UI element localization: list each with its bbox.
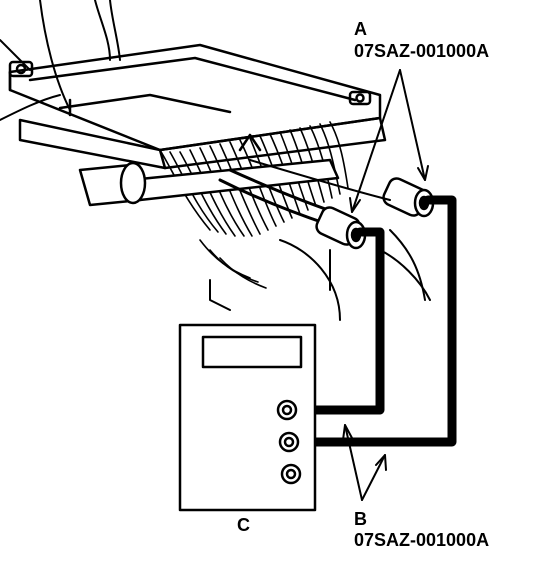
test-lead-b-lower [295, 195, 457, 447]
label-b-arrows [342, 424, 387, 501]
label-a-arrows [349, 69, 429, 213]
label-a: A [354, 19, 367, 39]
meter-terminal-upper [276, 399, 298, 421]
test-lead-b-upper [295, 227, 385, 415]
meter-terminal-spare [280, 463, 302, 485]
probe-connectors [78, 133, 435, 250]
control-module [8, 43, 387, 170]
meter-terminal-lower [278, 431, 300, 453]
label-c: C [237, 515, 250, 535]
label-b: B [354, 509, 367, 529]
multimeter [178, 323, 317, 512]
upper-wire-bundle [0, 0, 121, 121]
part-number-b: 07SAZ-001000A [354, 530, 490, 550]
mounting-body [209, 229, 431, 321]
part-number-a: 07SAZ-001000A [354, 41, 490, 61]
